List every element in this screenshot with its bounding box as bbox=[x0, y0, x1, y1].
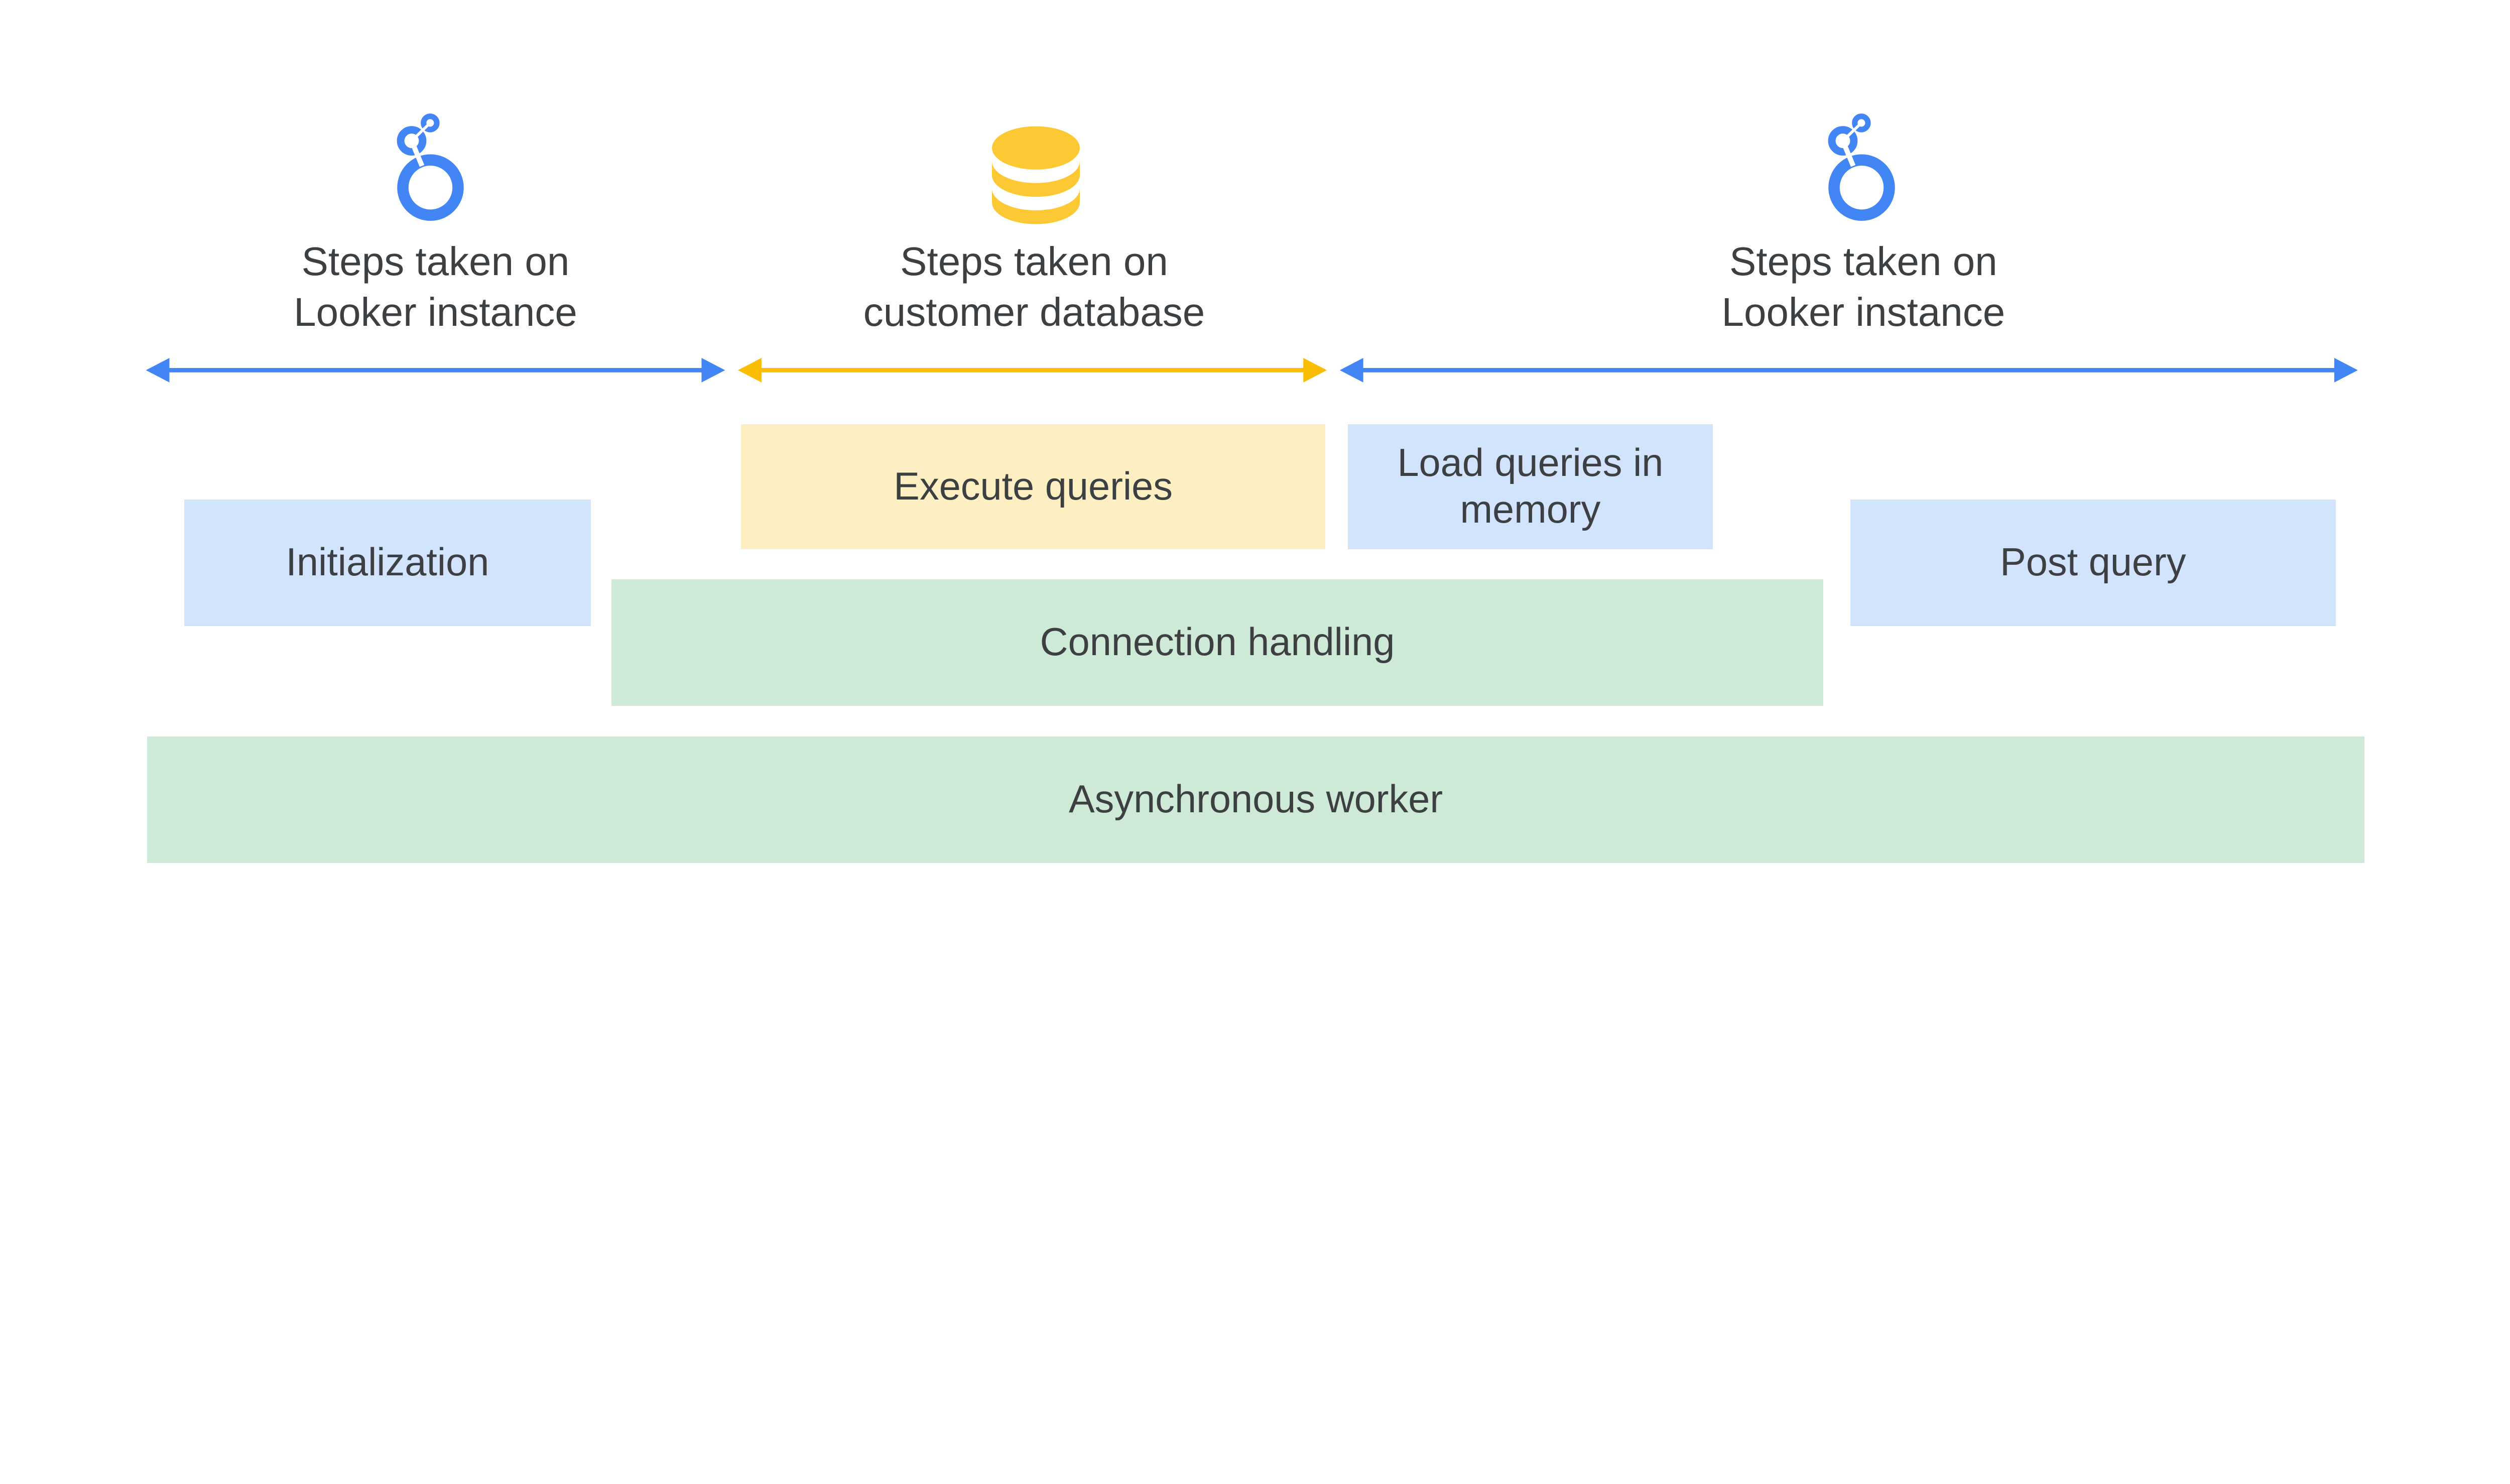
async-worker-box: Asynchronous worker bbox=[147, 736, 2364, 863]
heading-line-1: Steps taken on bbox=[900, 239, 1168, 284]
looker-logo-icon bbox=[397, 113, 464, 221]
heading-line-2: Looker instance bbox=[294, 290, 577, 335]
connection-handling-box: Connection handling bbox=[611, 579, 1823, 706]
execute-queries-label: Execute queries bbox=[894, 464, 1173, 508]
initialization-box: Initialization bbox=[184, 500, 591, 626]
database-icon bbox=[992, 126, 1080, 224]
load-queries-label: Load queries in memory bbox=[1397, 441, 1664, 532]
connection-handling-label: Connection handling bbox=[1040, 621, 1395, 664]
heading-line-2: customer database bbox=[863, 290, 1205, 335]
post-query-label: Post query bbox=[2000, 541, 2186, 584]
double-arrow-looker-initial bbox=[146, 357, 725, 383]
section-heading-database: Steps taken on customer database bbox=[846, 236, 1222, 338]
section-heading-looker-initial: Steps taken on Looker instance bbox=[247, 236, 624, 338]
initialization-label: Initialization bbox=[286, 541, 489, 584]
double-arrow-looker-final bbox=[1339, 357, 2358, 383]
double-arrow-database bbox=[738, 357, 1327, 383]
load-queries-box: Load queries in memory bbox=[1348, 424, 1713, 549]
post-query-box: Post query bbox=[1850, 500, 2336, 626]
execute-queries-box: Execute queries bbox=[741, 424, 1325, 549]
section-heading-looker-final: Steps taken on Looker instance bbox=[1675, 236, 2052, 338]
async-worker-label: Asynchronous worker bbox=[1068, 777, 1443, 821]
looker-logo-icon bbox=[1828, 113, 1895, 221]
heading-line-1: Steps taken on bbox=[301, 239, 570, 284]
heading-line-2: Looker instance bbox=[1721, 290, 2005, 335]
span-arrows bbox=[146, 357, 2358, 383]
heading-line-1: Steps taken on bbox=[1729, 239, 1997, 284]
